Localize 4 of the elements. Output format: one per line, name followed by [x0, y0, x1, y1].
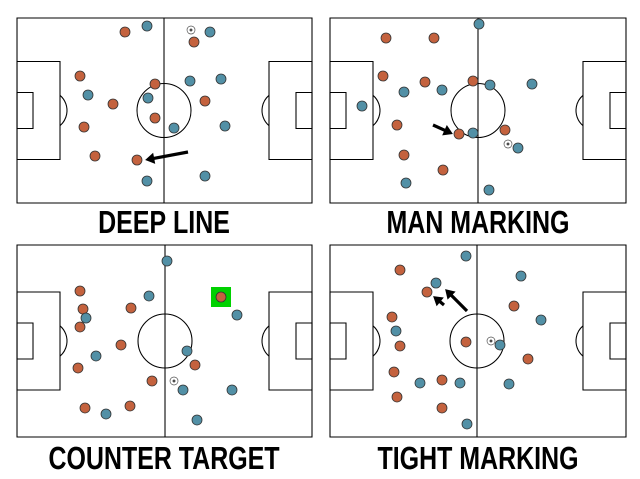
panel-title: MAN MARKING — [388, 210, 568, 234]
panel-title: DEEP LINE — [100, 210, 229, 233]
panel-title: TIGHT MARKING — [378, 446, 577, 470]
panel-title: COUNTER TARGET — [49, 446, 280, 470]
